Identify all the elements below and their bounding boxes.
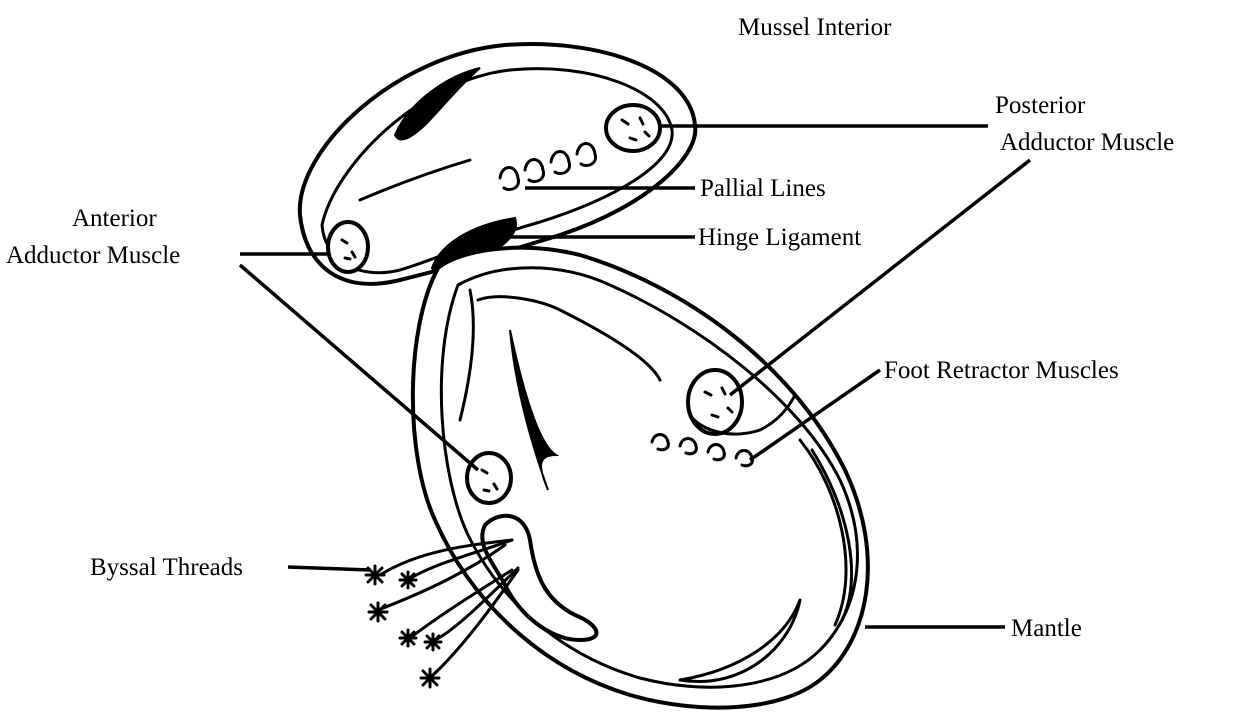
label-mantle: Mantle (1011, 615, 1082, 642)
anterior-adductor-scar-upper (328, 222, 368, 272)
label-anterior-adductor-2: Adductor Muscle (6, 242, 180, 269)
posterior-adductor-scar-upper (606, 105, 660, 151)
label-hinge-ligament: Hinge Ligament (698, 224, 861, 251)
leader-byssal (288, 567, 370, 570)
label-pallial-lines: Pallial Lines (700, 175, 826, 202)
diagram-title: Mussel Interior (738, 14, 892, 41)
anterior-adductor-scar-lower (467, 453, 511, 503)
label-foot-retractor-muscles: Foot Retractor Muscles (884, 357, 1119, 384)
label-posterior-adductor-1: Posterior (995, 92, 1086, 119)
label-anterior-adductor-1: Anterior (72, 205, 157, 232)
label-posterior-adductor-2: Adductor Muscle (1000, 129, 1174, 156)
byssal-attachment-points (366, 566, 441, 687)
label-byssal-threads: Byssal Threads (90, 554, 243, 581)
